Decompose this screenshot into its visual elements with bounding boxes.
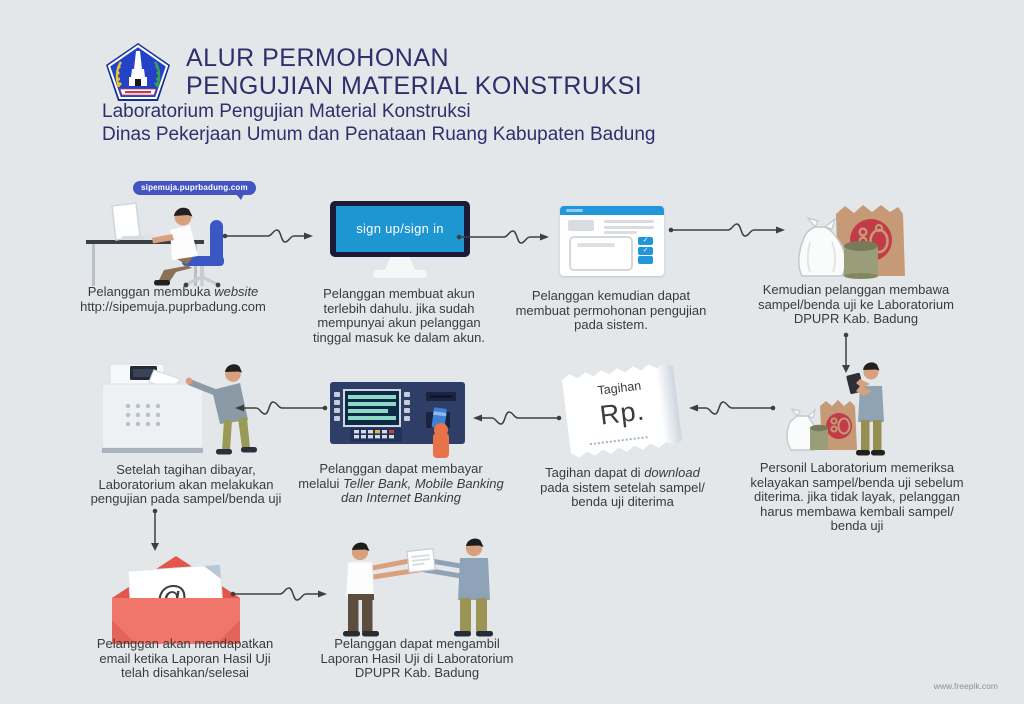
- page-subtitle-line2: Dinas Pekerjaan Umum dan Penataan Ruang …: [102, 123, 656, 145]
- badung-regency-emblem-logo: [106, 43, 170, 101]
- page-title: ALUR PERMOHONAN PENGUJIAN MATERIAL KONST…: [186, 44, 642, 100]
- connector-step2-step3: [456, 230, 549, 244]
- monitor-stand: [385, 257, 415, 270]
- form-thumbnail-placeholder: [568, 220, 594, 231]
- invoice-receipt-illustration: Tagihan Rp.: [561, 361, 682, 458]
- connector-step6-step7: [473, 411, 562, 425]
- page-subtitle-line1: Laboratorium Pengujian Material Konstruk…: [102, 101, 471, 122]
- caption-lab-testing: Setelah tagihan dibayar,Laboratorium aka…: [90, 462, 282, 506]
- form-submit-button-placeholder: [638, 256, 653, 264]
- form-checkbox-checked: ✓: [638, 247, 653, 255]
- page-subtitle: Laboratorium Pengujian Material Konstruk…: [102, 101, 656, 146]
- email-envelope-illustration: @: [112, 556, 240, 644]
- form-text-placeholder: [604, 231, 637, 234]
- signup-monitor-illustration: sign up/sign in: [330, 201, 470, 283]
- connector-step5-step6: [689, 401, 776, 415]
- website-url-bubble: sipemuja.puprbadung.com: [133, 181, 256, 200]
- connector-step4-step5: [842, 332, 850, 373]
- connector-step7-step8: [235, 401, 328, 415]
- report-handover-illustration: [343, 538, 493, 637]
- testing-machine-illustration: [101, 363, 257, 455]
- atm-payment-illustration: [330, 382, 465, 458]
- connector-step1-step2: [222, 229, 313, 243]
- form-text-placeholder: [604, 225, 654, 229]
- form-input-placeholder: [577, 243, 615, 247]
- form-text-placeholder: [604, 220, 654, 223]
- monitor-base: [373, 270, 427, 278]
- receipt-perforation: [590, 436, 648, 445]
- page-title-line1: ALUR PERMOHONAN: [186, 44, 450, 72]
- page-title-line2: PENGUJIAN MATERIAL KONSTRUKSI: [186, 72, 643, 100]
- sample-bags-illustration: [798, 205, 905, 279]
- person-at-computer-illustration: [86, 202, 224, 288]
- form-input-area: [569, 236, 633, 271]
- connector-step9-step10: [230, 587, 327, 601]
- lab-officer-illustration: [786, 362, 885, 456]
- form-checkbox-checked: ✓: [638, 237, 653, 245]
- window-titlebar-tab: [566, 209, 583, 212]
- signup-screen-label: sign up/sign in: [336, 206, 464, 252]
- request-form-illustration: ✓ ✓: [560, 206, 664, 276]
- connector-step3-step4: [668, 223, 785, 237]
- connector-step8-step9: [151, 508, 159, 551]
- window-titlebar: [560, 206, 664, 215]
- freepik-credit: www.freepik.com: [933, 681, 998, 691]
